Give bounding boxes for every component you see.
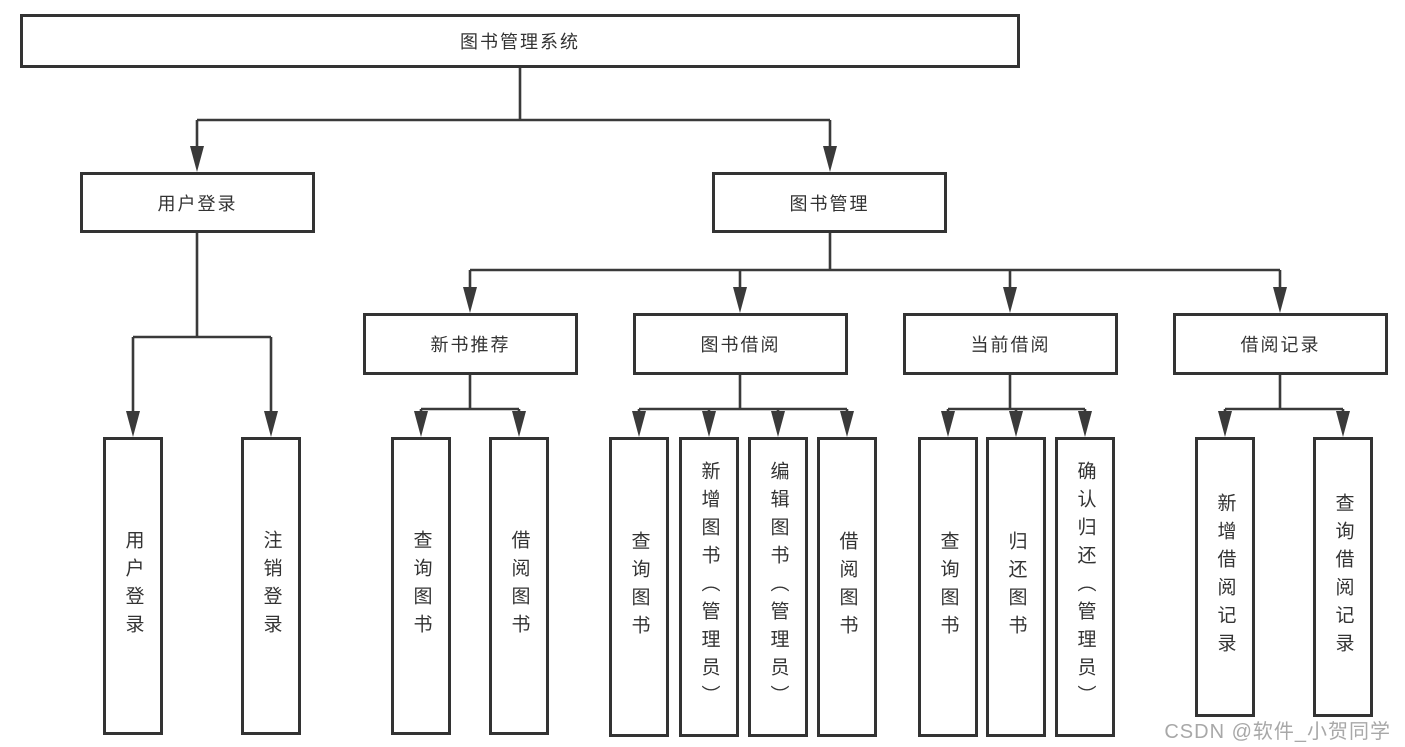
node-current-borrow: 当前借阅 — [903, 313, 1118, 375]
leaf-current-query-book: 查询图书 — [918, 437, 978, 737]
arrowhead-icon — [126, 411, 140, 437]
leaf-add-borrow-record: 新增借阅记录 — [1195, 437, 1255, 717]
connector-book-mgmt-branch — [468, 233, 1282, 290]
arrowhead-icon — [1003, 287, 1017, 313]
leaf-borrow-book: 借阅图书 — [817, 437, 877, 737]
arrowhead-icon — [190, 146, 204, 172]
leaf-return-book: 归还图书 — [986, 437, 1046, 737]
node-book-management: 图书管理 — [712, 172, 947, 233]
leaf-confirm-return-admin: 确认归还（管理员） — [1055, 437, 1115, 737]
csdn-watermark: CSDN @软件_小贺同学 — [1164, 721, 1391, 743]
leaf-add-book-admin: 新增图书（管理员） — [679, 437, 739, 737]
leaf-recommend-borrow-book: 借阅图书 — [489, 437, 549, 735]
node-user-login: 用户登录 — [80, 172, 315, 233]
connector-borrow-records-branch — [1223, 375, 1345, 414]
node-new-book-recommend: 新书推荐 — [363, 313, 578, 375]
connector-user-login-branch — [131, 233, 273, 414]
arrowhead-icon — [823, 146, 837, 172]
leaf-borrow-query-book: 查询图书 — [609, 437, 669, 737]
connector-book-borrow-branch — [637, 375, 849, 414]
arrowhead-icon — [414, 411, 428, 437]
arrowhead-icon — [1336, 411, 1350, 437]
arrowhead-icon — [1273, 287, 1287, 313]
arrowhead-icon — [463, 287, 477, 313]
arrowhead-icon — [1218, 411, 1232, 437]
leaf-query-borrow-record: 查询借阅记录 — [1313, 437, 1373, 717]
arrowhead-icon — [264, 411, 278, 437]
arrowhead-icon — [733, 287, 747, 313]
arrowhead-icon — [840, 411, 854, 437]
arrowhead-icon — [702, 411, 716, 437]
leaf-logout: 注销登录 — [241, 437, 301, 735]
leaf-user-login: 用户登录 — [103, 437, 163, 735]
connector-current-borrow-branch — [946, 375, 1087, 414]
arrowhead-icon — [1078, 411, 1092, 437]
arrowhead-icon — [941, 411, 955, 437]
leaf-recommend-query-book: 查询图书 — [391, 437, 451, 735]
arrowhead-icon — [1009, 411, 1023, 437]
node-borrow-records: 借阅记录 — [1173, 313, 1388, 375]
arrowhead-icon — [632, 411, 646, 437]
node-root-system: 图书管理系统 — [20, 14, 1020, 68]
connector-root-stem — [195, 68, 832, 150]
arrowhead-icon — [512, 411, 526, 437]
node-book-borrow: 图书借阅 — [633, 313, 848, 375]
arrowhead-icon — [771, 411, 785, 437]
connector-new-book-branch — [419, 375, 521, 414]
leaf-edit-book-admin: 编辑图书（管理员） — [748, 437, 808, 737]
